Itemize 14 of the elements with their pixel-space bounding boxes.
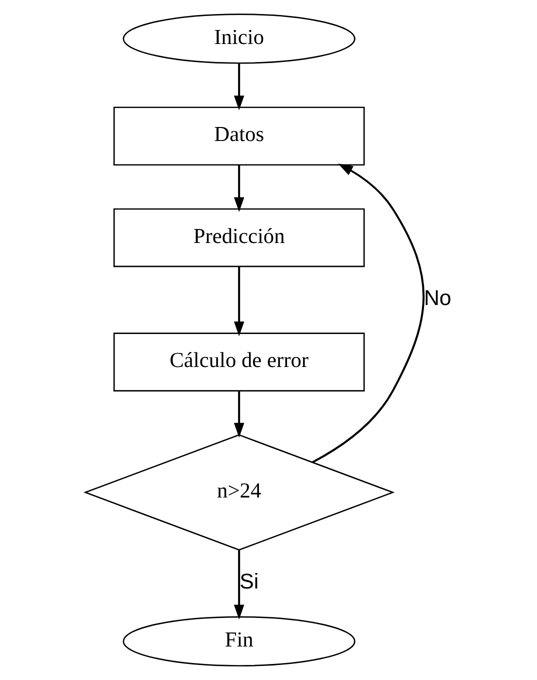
node-box: Datos bbox=[113, 106, 365, 166]
arrow bbox=[234, 391, 244, 438]
node-ellipse: Fin bbox=[122, 616, 356, 666]
edge-label: No bbox=[424, 286, 452, 310]
node-box: Cálculo de error bbox=[113, 332, 365, 392]
arrow bbox=[234, 550, 244, 620]
arrow bbox=[234, 266, 244, 336]
node-ellipse: Inicio bbox=[122, 14, 356, 64]
arrow bbox=[312, 164, 424, 464]
node-diamond: n>24 bbox=[83, 434, 395, 551]
arrow bbox=[234, 165, 244, 212]
edge-label: Si bbox=[240, 569, 259, 594]
node-box: Predicción bbox=[113, 208, 365, 268]
arrow bbox=[234, 63, 244, 110]
